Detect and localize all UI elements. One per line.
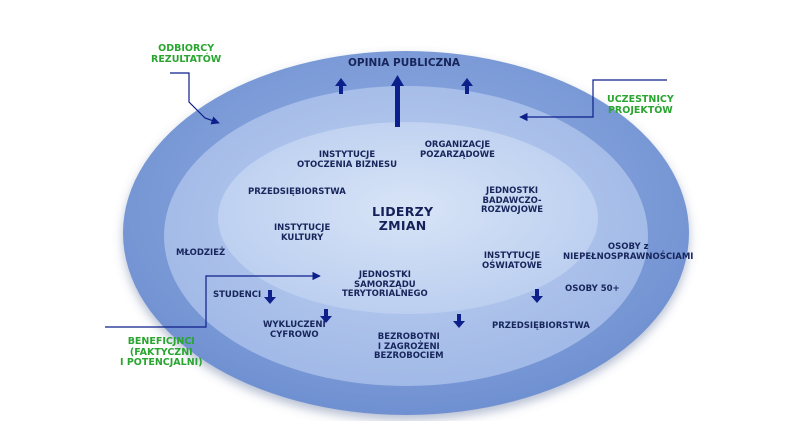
label-line: BADAWCZO- xyxy=(482,195,542,206)
label-mlodziez: MŁODZIEŻ xyxy=(176,248,226,259)
label-line: JEDNOSTKI xyxy=(358,270,411,280)
down-arrow-osoby50-icon xyxy=(531,289,543,303)
label-line: POZARZĄDOWE xyxy=(420,149,495,160)
label-line: OSOBY z xyxy=(607,242,649,252)
down-arrow-wykluczeni-icon xyxy=(320,309,332,323)
label-line: BEZROBOCIEM xyxy=(374,351,444,362)
down-arrow-studenci-icon xyxy=(264,290,276,304)
label-studenci: STUDENCI xyxy=(213,290,262,301)
label-line: TERYTORIALNEGO xyxy=(342,289,428,300)
label-line: PRZEDSIĘBIORSTWA xyxy=(248,187,346,197)
label-line: INSTYTUCJE xyxy=(483,251,541,261)
label-line: UCZESTNICY xyxy=(607,94,674,105)
beneficjenci-connector xyxy=(105,271,321,328)
label-przedsiebiorstwa-outer: PRZEDSIĘBIORSTWA xyxy=(492,321,590,332)
label-line: PRZEDSIĘBIORSTWA xyxy=(492,321,590,331)
label-line: NIEPEŁNOSPRAWNOŚCIAMI xyxy=(563,251,694,262)
down-arrow-bezrobotni-icon xyxy=(453,314,465,328)
opinia-publiczna-label: OPINIA PUBLICZNA xyxy=(348,57,461,69)
label-line: WYKLUCZENI xyxy=(263,320,326,330)
label-line: INSTYTUCJE xyxy=(318,150,376,160)
label-line: STUDENCI xyxy=(213,290,262,300)
label-line: SAMORZĄDU xyxy=(354,279,416,290)
label-line: KULTURY xyxy=(280,232,324,243)
up-arrow-right-icon xyxy=(461,78,473,94)
up-arrow-left-icon xyxy=(335,78,347,94)
label-przedsiebiorstwa-inner: PRZEDSIĘBIORSTWA xyxy=(248,187,346,198)
label-line: ORGANIZACJE xyxy=(424,140,491,150)
label-line: OTOCZENIA BIZNESU xyxy=(297,159,398,170)
label-line: ZMIAN xyxy=(378,218,427,233)
label-osoby-50: OSOBY 50+ xyxy=(565,284,620,295)
label-line: OŚWIATOWE xyxy=(482,260,543,271)
label-line: BEZROBOTNI xyxy=(377,332,440,342)
label-line: ODBIORCY xyxy=(158,43,215,54)
label-line: OSOBY 50+ xyxy=(565,284,620,294)
uczestnicy-connector xyxy=(519,79,667,122)
up-arrow-center-icon xyxy=(391,75,404,127)
label-line: JEDNOSTKI xyxy=(486,186,539,196)
label-line: BENEFICJNCI xyxy=(127,336,195,347)
label-line: (FAKTYCZNI xyxy=(129,346,193,358)
label-line: ROZWOJOWE xyxy=(481,205,544,216)
label-line: REZULTATÓW xyxy=(151,53,222,65)
label-line: I ZAGROŻENI xyxy=(377,341,440,352)
label-line: PROJEKTÓW xyxy=(607,104,673,116)
label-line: INSTYTUCJE xyxy=(274,223,331,233)
label-line: I POTENCJALNI) xyxy=(120,357,203,369)
odbiorcy-connector xyxy=(170,72,220,125)
inner-ellipse xyxy=(218,122,598,314)
label-line: MŁODZIEŻ xyxy=(176,248,226,258)
label-line: LIDERZY xyxy=(372,204,434,219)
label-line: CYFROWO xyxy=(270,329,319,340)
